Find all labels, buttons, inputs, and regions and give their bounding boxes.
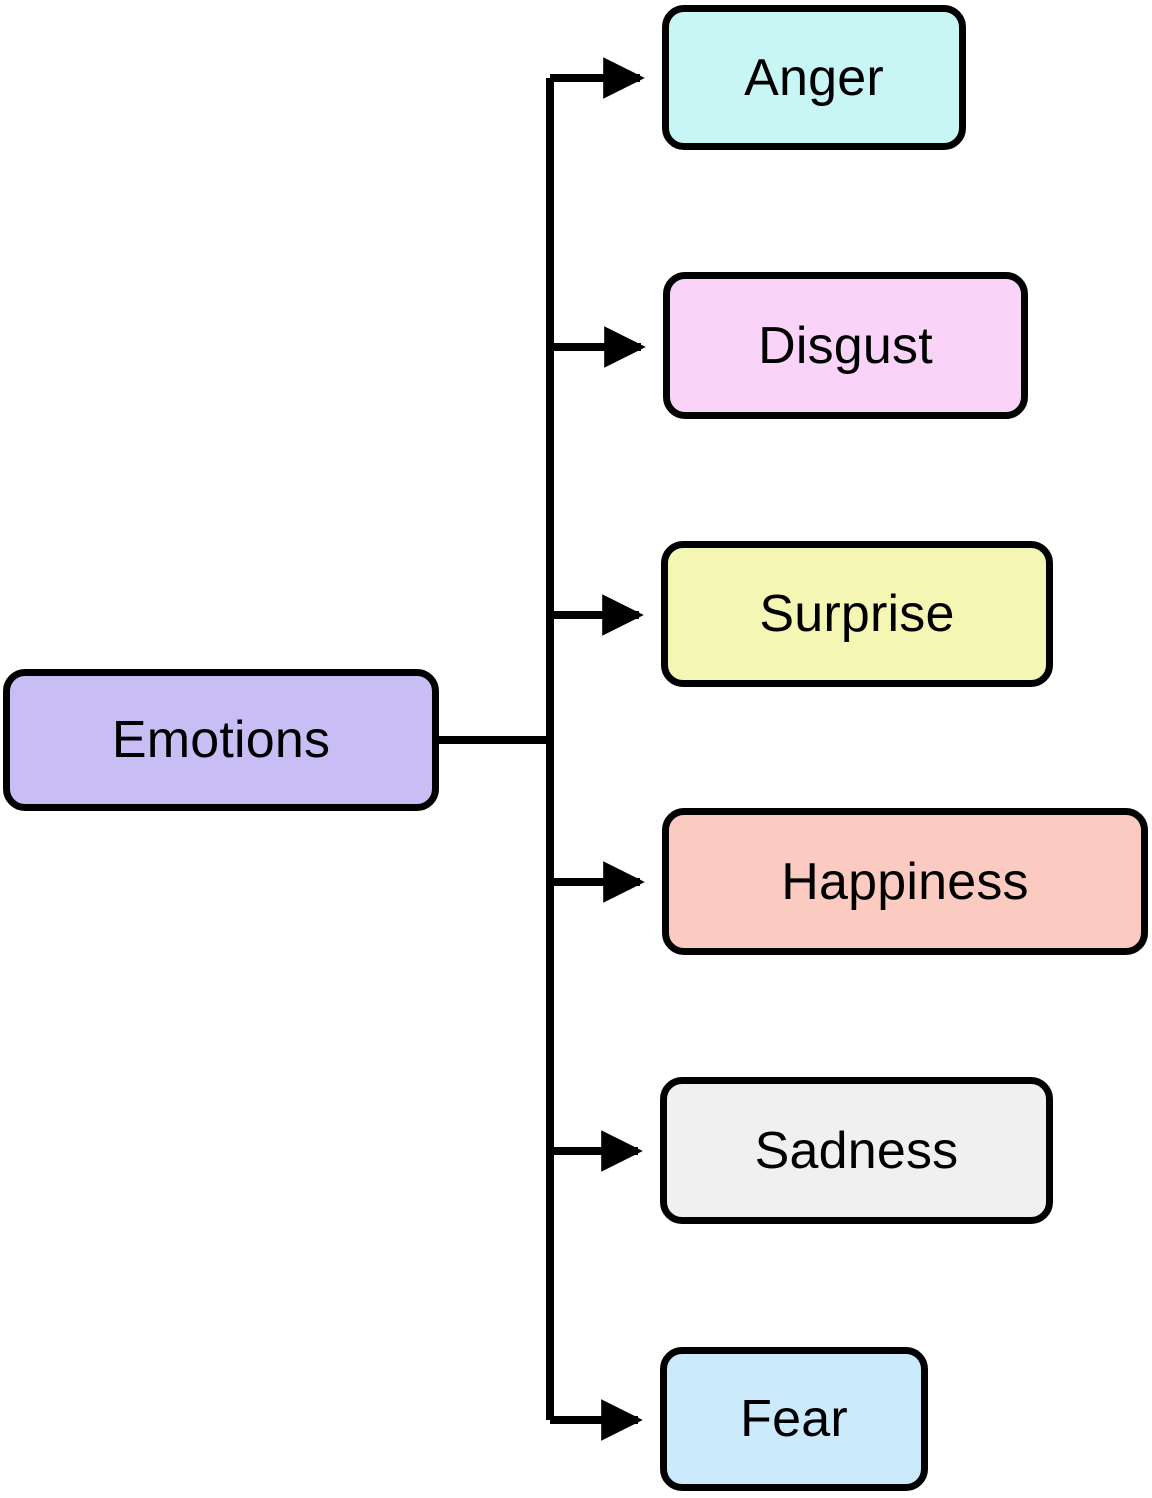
node-sadness[interactable]: Sadness — [660, 1077, 1053, 1224]
node-surprise[interactable]: Surprise — [661, 541, 1053, 687]
node-emotions-label: Emotions — [111, 711, 331, 769]
node-emotions[interactable]: Emotions — [3, 669, 439, 811]
node-fear[interactable]: Fear — [660, 1347, 928, 1491]
node-happiness-label: Happiness — [781, 852, 1029, 911]
node-disgust-label: Disgust — [758, 316, 933, 375]
node-disgust[interactable]: Disgust — [663, 272, 1028, 419]
node-anger[interactable]: Anger — [662, 5, 966, 150]
node-happiness[interactable]: Happiness — [662, 808, 1148, 955]
node-anger-label: Anger — [744, 48, 884, 107]
node-surprise-label: Surprise — [759, 585, 955, 643]
node-fear-label: Fear — [740, 1390, 848, 1448]
node-sadness-label: Sadness — [754, 1121, 959, 1180]
